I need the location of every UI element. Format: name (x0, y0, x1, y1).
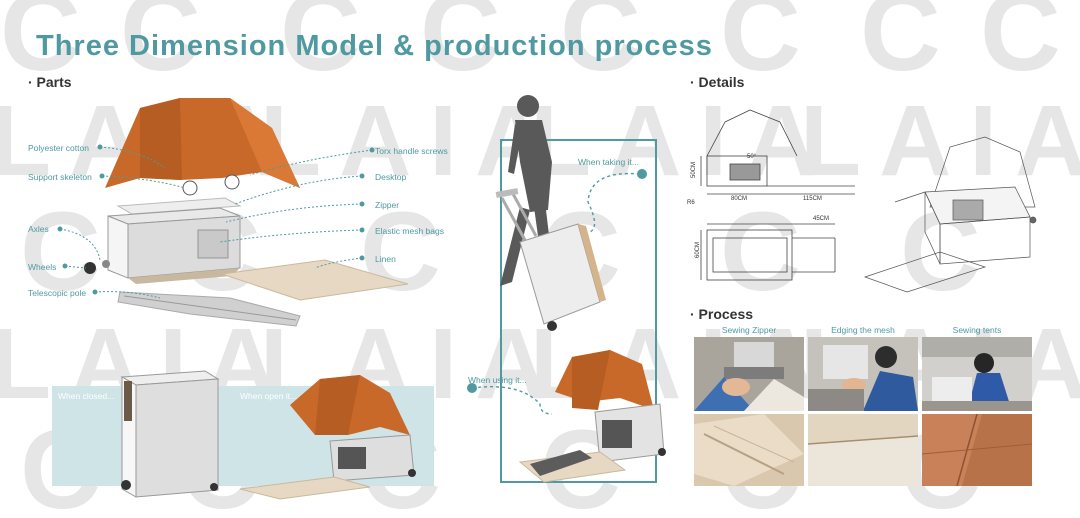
closed-suitcase (120, 370, 220, 498)
rolling-suitcase (495, 188, 606, 331)
watermark-c: C (120, 0, 201, 94)
watermark-c: C (720, 0, 801, 94)
dim-depth: 45CM (813, 216, 829, 222)
label-support-skeleton: Support skeleton (28, 172, 92, 182)
watermark-laia: LAIA (260, 85, 565, 197)
photo-fabric-detail-1 (694, 414, 804, 486)
watermark-c: C (0, 0, 81, 94)
top-view-drawing (700, 223, 836, 281)
when-using-note: When using it... (468, 375, 527, 385)
label-polyester-cotton: Polyester cotton (28, 143, 89, 153)
watermark-c: C (860, 0, 941, 94)
dim-radius: R6 (687, 200, 695, 206)
details-heading: · Details (690, 74, 745, 90)
open-suitcase (239, 375, 416, 500)
when-open-note: When open it... (240, 391, 298, 401)
watermark-laia: LAIA (800, 85, 1080, 197)
person-usage-illustration (467, 95, 666, 483)
label-elastic-mesh-bags: Elastic mesh bags (375, 226, 444, 236)
label-telescopic-pole: Telescopic pole (28, 288, 87, 298)
watermark-c: C (980, 0, 1061, 94)
label-torx-handle-screws: Torx handle screws (375, 146, 448, 156)
photo-edging-mesh (808, 337, 918, 411)
dim-height: 50CM (691, 162, 697, 178)
photo-sewing-tents (922, 337, 1032, 411)
label-linen: Linen (375, 254, 396, 264)
watermark-c: C (720, 189, 801, 314)
usage-frame (500, 139, 657, 483)
open-tent-with-person (518, 350, 666, 483)
isometric-drawing (863, 136, 1037, 293)
when-taking-note: When taking it... (578, 157, 639, 167)
suitcase-body (84, 207, 241, 284)
label-zipper: Zipper (375, 200, 400, 210)
photo-fabric-detail-3 (922, 414, 1032, 486)
photo-sewing-zipper (694, 337, 804, 411)
label-wheels: Wheels (28, 262, 57, 272)
watermark-laia: LAIA (530, 85, 835, 197)
label-axles: Axles (28, 224, 49, 234)
watermark-c: C (20, 189, 101, 314)
dim-depth-2: 60CM (695, 242, 701, 258)
tent-illustration (105, 98, 300, 196)
when-closed-note: When closed... (58, 391, 115, 401)
label-desktop: Desktop (375, 172, 407, 182)
closed-open-illustration (120, 370, 416, 500)
process-step-edging-mesh: Edging the mesh (831, 325, 895, 335)
watermark-c: C (560, 0, 641, 94)
dim-angle: 50° (747, 154, 757, 160)
side-view-drawing (700, 109, 855, 195)
watermark-c: C (420, 0, 501, 94)
details-drawings: 50° 50CM 80CM 115CM R6 45CM 60CM (687, 109, 1037, 293)
page-title: Three Dimension Model & production proce… (36, 30, 713, 62)
dim-extension: 115CM (803, 196, 822, 202)
watermark-c: C (360, 189, 441, 314)
process-step-sewing-zipper: Sewing Zipper (721, 325, 777, 335)
telescopic-pole-illustration (117, 291, 301, 327)
parts-heading: · Parts (28, 74, 72, 90)
process-step-sewing-tents: Sewing tents (952, 325, 1002, 335)
watermark-c: C (280, 0, 361, 94)
process-heading: · Process (690, 306, 754, 322)
parts-exploded-view (57, 98, 409, 327)
photo-fabric-detail-2 (808, 414, 918, 486)
dim-width: 80CM (731, 196, 747, 202)
